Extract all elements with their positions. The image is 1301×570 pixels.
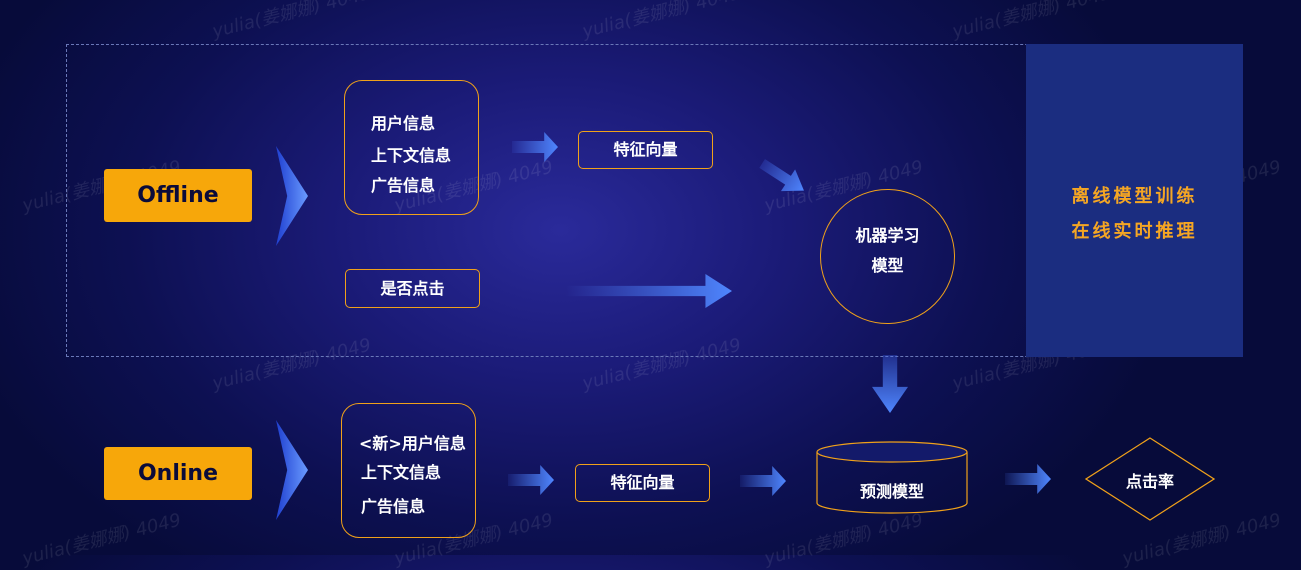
prediction-model-label: 预测模型 bbox=[859, 482, 924, 501]
online-input-context: 上下文信息 bbox=[361, 463, 442, 482]
online-input-box bbox=[341, 403, 476, 538]
online-label: Online bbox=[104, 447, 252, 500]
side-panel-line-2: 在线实时推理 bbox=[1071, 221, 1198, 242]
online-chevron-icon bbox=[276, 420, 308, 520]
side-panel bbox=[1026, 44, 1243, 357]
online-arrow-to-output-icon bbox=[1005, 464, 1051, 494]
watermark: yulia(姜娜娜) 4049 bbox=[580, 0, 744, 43]
offline-input-box bbox=[344, 80, 479, 215]
ctr-output-label: 点击率 bbox=[1125, 472, 1174, 491]
prediction-model-cylinder bbox=[816, 441, 968, 514]
side-panel-line-1: 离线模型训练 bbox=[1071, 186, 1198, 207]
online-feature-vector-box: 特征向量 bbox=[575, 464, 710, 502]
offline-label: Offline bbox=[104, 169, 252, 222]
offline-input-user: 用户信息 bbox=[371, 114, 436, 133]
offline-click-label-box: 是否点击 bbox=[345, 269, 480, 308]
offline-input-context: 上下文信息 bbox=[371, 146, 452, 165]
watermark: yulia(姜娜娜) 4049 bbox=[950, 0, 1114, 43]
offline-feature-vector-box: 特征向量 bbox=[578, 131, 713, 169]
watermark: yulia(姜娜娜) 4049 bbox=[20, 509, 184, 570]
ctr-output-diamond bbox=[1085, 437, 1215, 521]
watermark: yulia(姜娜娜) 4049 bbox=[210, 0, 374, 43]
watermark: yulia(姜娜娜) 4049 bbox=[762, 509, 926, 570]
ml-model-circle: 机器学习 模型 bbox=[820, 189, 955, 324]
ml-model-line-2: 模型 bbox=[871, 256, 904, 275]
online-input-ad: 广告信息 bbox=[361, 497, 426, 516]
model-down-arrow-icon bbox=[872, 355, 908, 413]
offline-input-ad: 广告信息 bbox=[371, 176, 436, 195]
online-input-user: <新>用户信息 bbox=[359, 434, 466, 453]
online-arrow-to-feature-icon bbox=[508, 465, 554, 495]
online-arrow-to-prediction-icon bbox=[740, 466, 786, 496]
ml-model-line-1: 机器学习 bbox=[855, 226, 920, 245]
